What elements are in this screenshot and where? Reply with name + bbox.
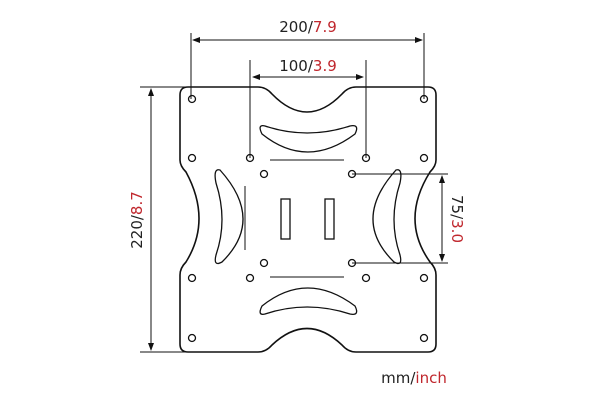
label-100: 100/3.9 <box>279 57 337 75</box>
label-200: 200/7.9 <box>279 18 337 36</box>
slot-bottom <box>259 287 358 315</box>
label-220: 220/8.7 <box>128 191 146 249</box>
mount-plate <box>179 86 437 353</box>
center-slot-left <box>280 198 291 240</box>
center-slot-right <box>324 198 335 240</box>
slot-top <box>259 125 358 153</box>
slot-right <box>372 169 402 265</box>
slot-left <box>214 169 244 265</box>
label-75: 75/3.0 <box>448 195 466 243</box>
extension-lines <box>140 33 448 353</box>
units-label: mm/inch <box>381 369 447 387</box>
